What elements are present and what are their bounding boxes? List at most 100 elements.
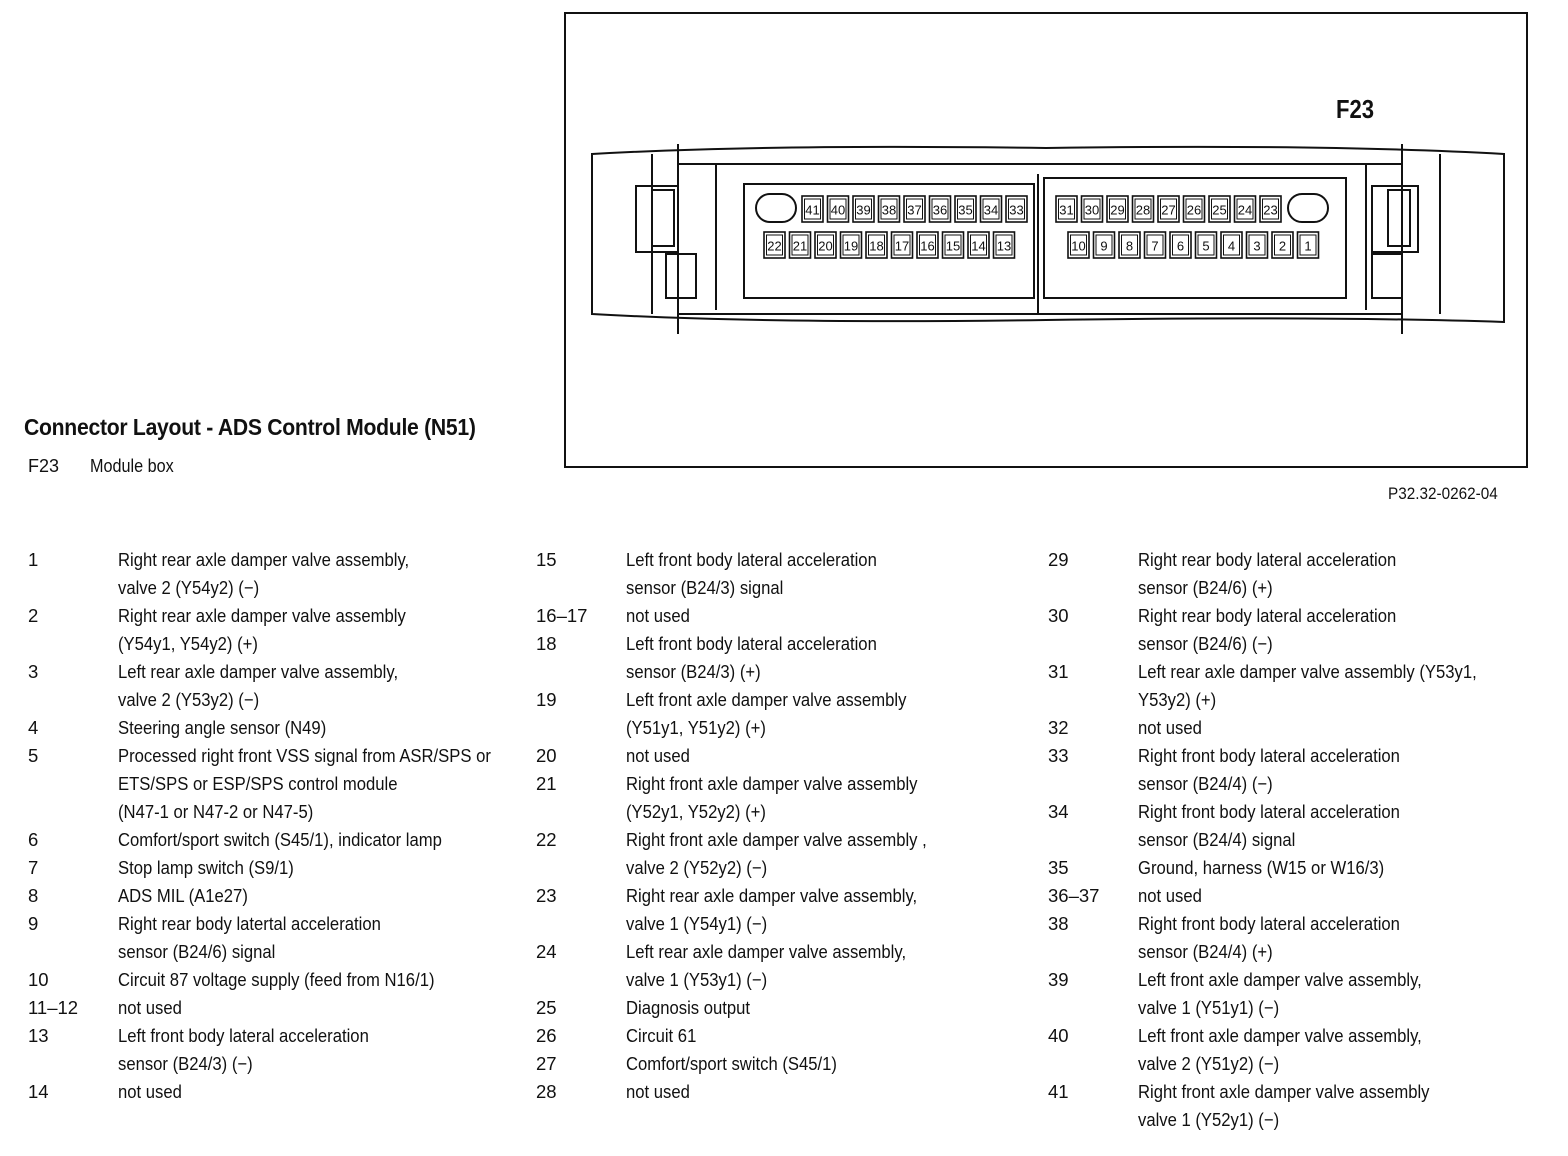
connector-pin: 14 xyxy=(967,231,990,259)
connector-pin-cell xyxy=(903,195,926,223)
pin-description-line: not used xyxy=(626,745,690,766)
connector-pin-cell xyxy=(839,231,863,259)
pin-description-line: valve 1 (Y51y1) (−) xyxy=(1138,997,1280,1018)
pin-description-line: not used xyxy=(626,1081,690,1102)
connector-pin: 2 xyxy=(1271,231,1294,259)
pin-description: Left rear axle damper valve assembly,val… xyxy=(626,938,906,994)
connector-pin: 29 xyxy=(1106,195,1129,223)
connector-pin-inner xyxy=(1172,234,1189,256)
connector-pin-cell xyxy=(1080,195,1104,223)
connector-pin-cell xyxy=(967,231,990,259)
connector-pin-cell xyxy=(1157,195,1180,223)
connector-pin-label: 5 xyxy=(1202,239,1209,254)
connector-pin-cell xyxy=(1259,195,1282,223)
pin-description-line: Left rear axle damper valve assembly (Y5… xyxy=(1138,661,1477,682)
connector-pin: 23 xyxy=(1259,195,1282,223)
pin-description-line: Right front axle damper valve assembly xyxy=(1138,1081,1430,1102)
connector-pin-cell xyxy=(992,231,1016,259)
connector-pin-label: 17 xyxy=(895,239,909,254)
connector-pin-cell xyxy=(1092,231,1116,259)
connector-pin-label: 8 xyxy=(1126,239,1133,254)
connector-pin: 4 xyxy=(1220,231,1243,259)
connector-pin-inner xyxy=(1083,198,1101,220)
connector-pin-label: 20 xyxy=(818,239,832,254)
pin-description: not used xyxy=(626,742,690,770)
connector-pin-cell xyxy=(1169,231,1192,259)
connector-pin-inner xyxy=(868,234,885,256)
pin-number: 30 xyxy=(1048,605,1069,626)
pin-description: Left front axle damper valve assembly,va… xyxy=(1138,966,1422,1022)
connector-pin-cell xyxy=(1131,195,1155,223)
pin-number: 4 xyxy=(28,717,39,738)
pin-description: Right rear axle damper valve assembly,va… xyxy=(626,882,917,938)
pin-description: Left rear axle damper valve assembly (Y5… xyxy=(1138,658,1477,714)
connector-pin-inner xyxy=(1248,234,1266,256)
figure-reference: P32.32-0262-04 xyxy=(1388,484,1498,503)
connector-pin-label: 28 xyxy=(1136,203,1150,218)
connector-pin-cell xyxy=(1118,231,1141,259)
connector-pin: 38 xyxy=(877,195,901,223)
pin-description-line: (N47-1 or N47-2 or N47-5) xyxy=(118,801,314,822)
connector-pin-label: 38 xyxy=(882,203,896,218)
pin-description-line: Circuit 87 voltage supply (feed from N16… xyxy=(118,969,435,990)
connector-pin-inner xyxy=(804,198,821,220)
connector-pin-inner xyxy=(1299,234,1317,256)
connector-pin-inner xyxy=(829,198,847,220)
pin-description-line: valve 2 (Y51y2) (−) xyxy=(1138,1053,1280,1074)
connector-pin: 1 xyxy=(1296,231,1320,259)
connector-pin-label: 26 xyxy=(1187,203,1201,218)
connector-pin-label: 21 xyxy=(793,239,807,254)
pin-number: 10 xyxy=(28,969,49,990)
legend-text: Module box xyxy=(90,456,174,476)
pin-number: 34 xyxy=(1048,801,1069,822)
pin-description: Processed right front VSS signal from AS… xyxy=(118,742,491,826)
pin-entry: 5 Processed right front VSS signal from A… xyxy=(28,742,532,826)
connector-pin-cell xyxy=(954,195,977,223)
pin-description-line: Right rear axle damper valve assembly, xyxy=(118,549,410,570)
pin-number: 15 xyxy=(536,549,557,570)
pin-description-line: not used xyxy=(1138,885,1202,906)
connector-pin-label: 2 xyxy=(1279,239,1286,254)
connector-pin-inner xyxy=(1236,198,1254,220)
connector-pin: 31 xyxy=(1055,195,1078,223)
connector-pin-inner xyxy=(766,234,783,256)
connector-pin: 9 xyxy=(1092,231,1116,259)
connector-pin-inner xyxy=(1211,198,1228,220)
pin-description-line: Comfort/sport switch (S45/1), indicator … xyxy=(118,829,442,850)
pin-description-line: not used xyxy=(118,1081,182,1102)
pin-description-line: Stop lamp switch (S9/1) xyxy=(118,857,294,878)
connector-pin-cell xyxy=(852,195,875,223)
pin-description-line: Right front body lateral acceleration xyxy=(1138,745,1400,766)
pin-description-line: sensor (B24/3) (+) xyxy=(626,661,761,682)
pin-description-line: Steering angle sensor (N49) xyxy=(118,717,327,738)
pin-description: Right front axle damper valve assembly(Y… xyxy=(626,770,918,826)
pin-description-line: ADS MIL (A1e27) xyxy=(118,885,248,906)
pin-number: 19 xyxy=(536,689,557,710)
connector-pin-inner xyxy=(842,234,860,256)
connector-pin: 8 xyxy=(1118,231,1141,259)
connector-pin: 27 xyxy=(1157,195,1180,223)
pin-description: Steering angle sensor (N49) xyxy=(118,714,326,742)
pin-description: Circuit 61 xyxy=(626,1022,696,1050)
connector-pin-label: 34 xyxy=(984,203,998,218)
pin-number: 29 xyxy=(1048,549,1069,570)
pin-number: 5 xyxy=(28,745,39,766)
connector-pin-cell xyxy=(1233,195,1257,223)
connector-pin-label: 39 xyxy=(856,203,870,218)
pin-number: 18 xyxy=(536,633,557,654)
